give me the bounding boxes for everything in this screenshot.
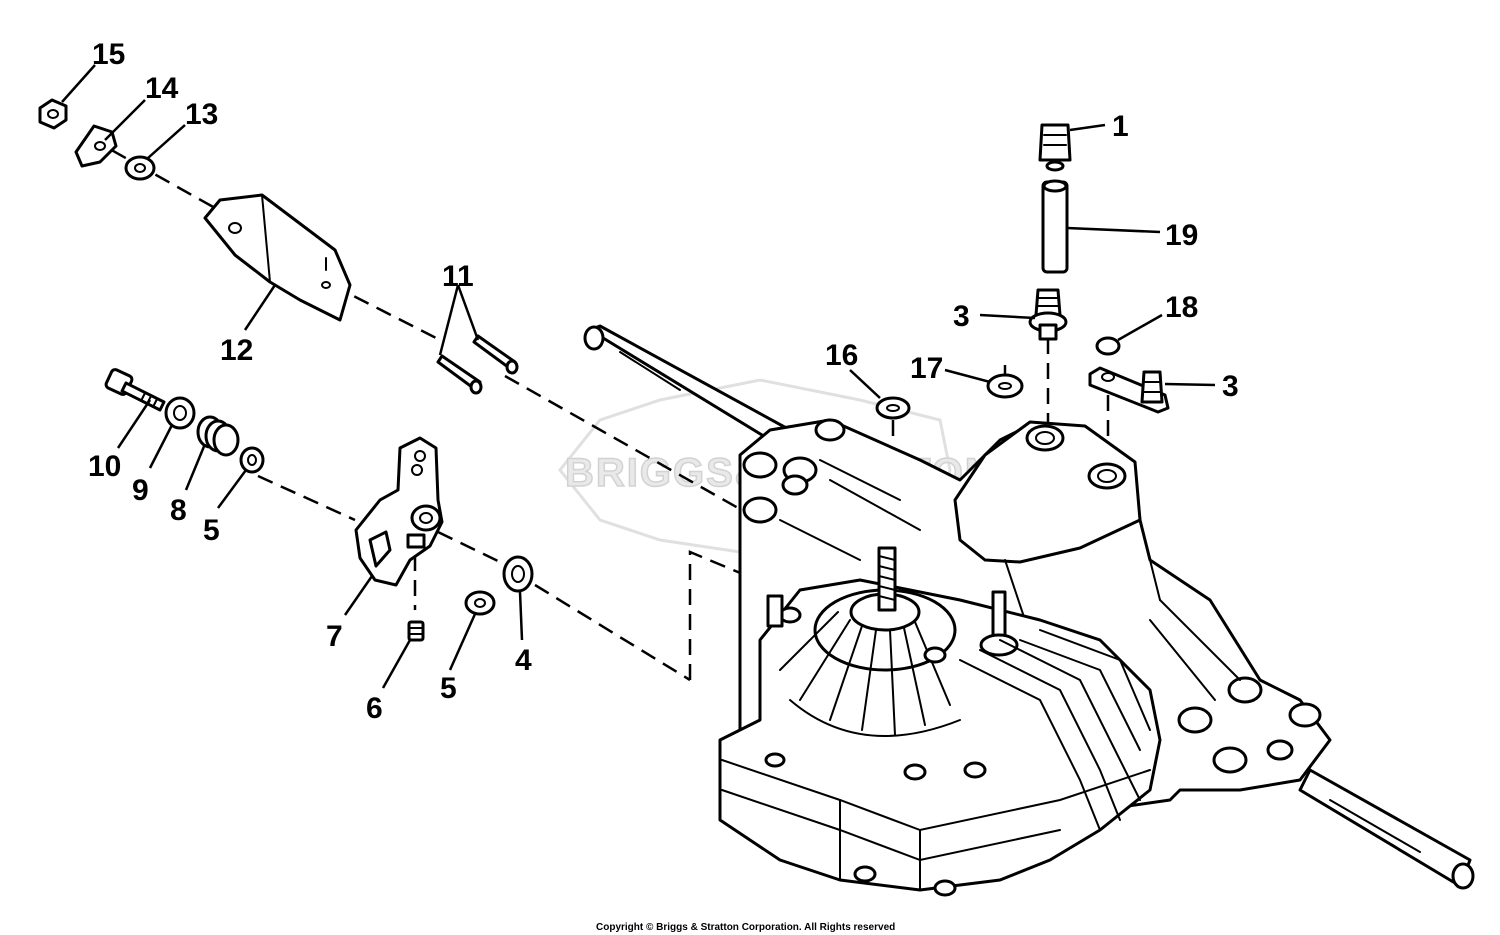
callout-11: 11 — [442, 260, 474, 293]
callout-9: 9 — [132, 474, 149, 507]
callout-14: 14 — [145, 72, 179, 105]
part-18-washer — [1095, 336, 1121, 356]
part-6-set-screw — [407, 620, 425, 642]
callout-6: 6 — [366, 692, 383, 725]
callout-5-upper: 5 — [203, 514, 220, 547]
callout-17: 17 — [910, 352, 943, 385]
part-12-bracket — [203, 193, 352, 322]
part-16-washer — [875, 396, 911, 420]
part-13-washer — [124, 155, 156, 181]
part-14-lock-tab — [74, 124, 118, 168]
callout-12: 12 — [220, 334, 253, 367]
part-1-vent-cap — [1038, 123, 1072, 172]
part-4-washer — [502, 555, 534, 593]
part-5-washer-lower — [464, 590, 496, 616]
callout-3-right: 3 — [1222, 370, 1239, 403]
part-3-bracket-fitting — [1088, 366, 1170, 414]
copyright-notice: Copyright © Briggs & Stratton Corporatio… — [596, 922, 895, 933]
part-17-washer — [986, 373, 1024, 399]
callout-19: 19 — [1165, 219, 1198, 252]
callout-5-lower: 5 — [440, 672, 457, 705]
callout-7: 7 — [326, 620, 343, 653]
part-10-bolt — [104, 368, 166, 412]
callouts: 1 19 3 18 3 16 17 15 14 13 12 11 10 9 8 … — [88, 38, 1239, 725]
callout-13: 13 — [185, 98, 218, 131]
callout-8: 8 — [170, 494, 187, 527]
part-11-pins — [436, 334, 519, 395]
transaxle-housing — [583, 324, 1475, 897]
part-3-fitting-upper — [1028, 288, 1068, 341]
callout-18: 18 — [1165, 291, 1198, 324]
callout-16: 16 — [825, 339, 858, 372]
part-15-nut — [38, 98, 68, 130]
callout-1: 1 — [1112, 110, 1129, 143]
callout-3-upper: 3 — [953, 300, 970, 333]
callout-15: 15 — [92, 38, 125, 71]
part-8-spring — [196, 415, 240, 457]
part-9-washer — [164, 396, 196, 430]
callout-4: 4 — [515, 644, 532, 677]
part-19-tube — [1041, 179, 1069, 274]
callout-10: 10 — [88, 450, 121, 483]
part-7-shift-lever — [354, 436, 444, 587]
part-5-washer-upper — [239, 446, 265, 474]
leader-lines — [61, 64, 1216, 689]
